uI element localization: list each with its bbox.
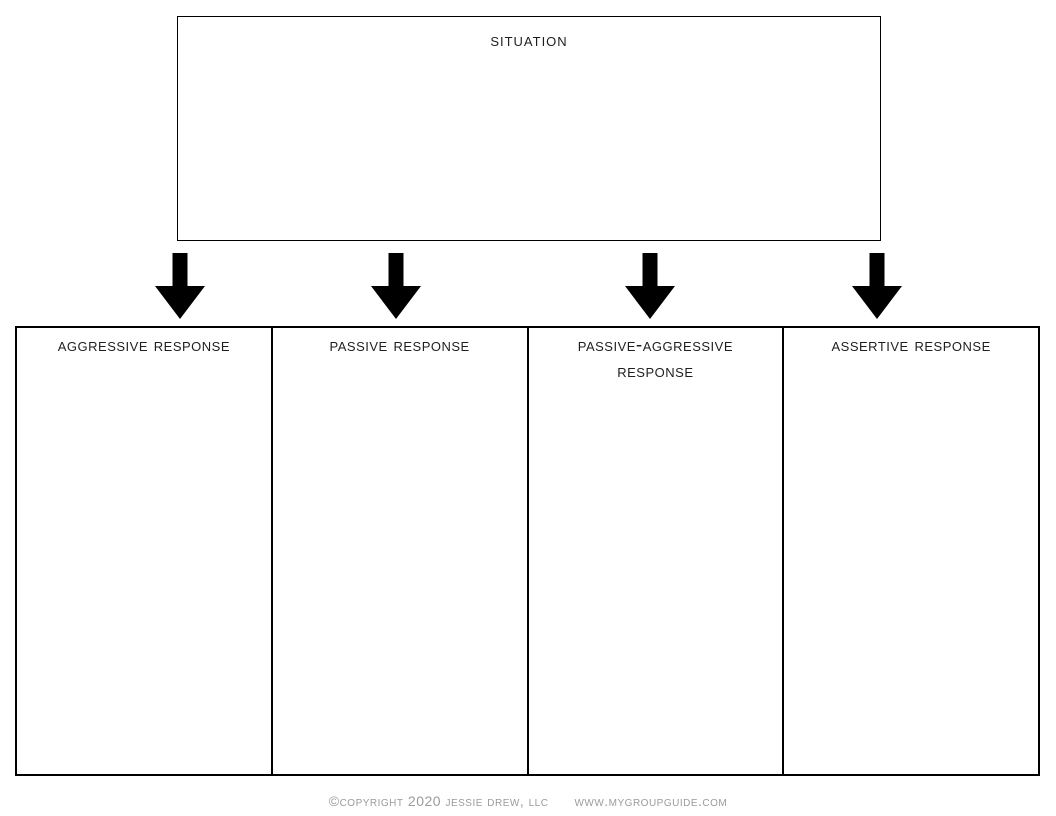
column-passive-response: Passive Response (270, 328, 527, 774)
copyright-text: ©Copyright 2020 Jessie Drew, LLC (328, 793, 549, 809)
page-footer: ©Copyright 2020 Jessie Drew, LLC www.myg… (0, 792, 1056, 810)
column-aggressive-response: Aggressive Response (17, 328, 271, 774)
arrow-down-icon (155, 253, 205, 319)
column-passive-aggressive-response: Passive-Aggressive Response (526, 328, 783, 774)
writing-area (17, 359, 271, 774)
situation-box: Situation (177, 16, 881, 241)
column-header-passive-aggressive: Passive-Aggressive Response (577, 335, 733, 382)
arrow-down-icon (625, 253, 675, 319)
situation-label: Situation (490, 30, 568, 51)
arrow-down-icon (371, 253, 421, 319)
writing-area (273, 359, 527, 774)
column-header-assertive: Assertive Response (831, 335, 991, 356)
column-header-aggressive: Aggressive Response (57, 335, 231, 356)
website-text: www.mygroupguide.com (574, 793, 728, 809)
writing-area (529, 385, 783, 774)
writing-area (784, 359, 1038, 774)
column-header-passive: Passive Response (329, 335, 470, 356)
response-table: Aggressive Response Passive Response Pas… (15, 326, 1040, 776)
arrow-down-icon (852, 253, 902, 319)
column-assertive-response: Assertive Response (782, 328, 1038, 774)
